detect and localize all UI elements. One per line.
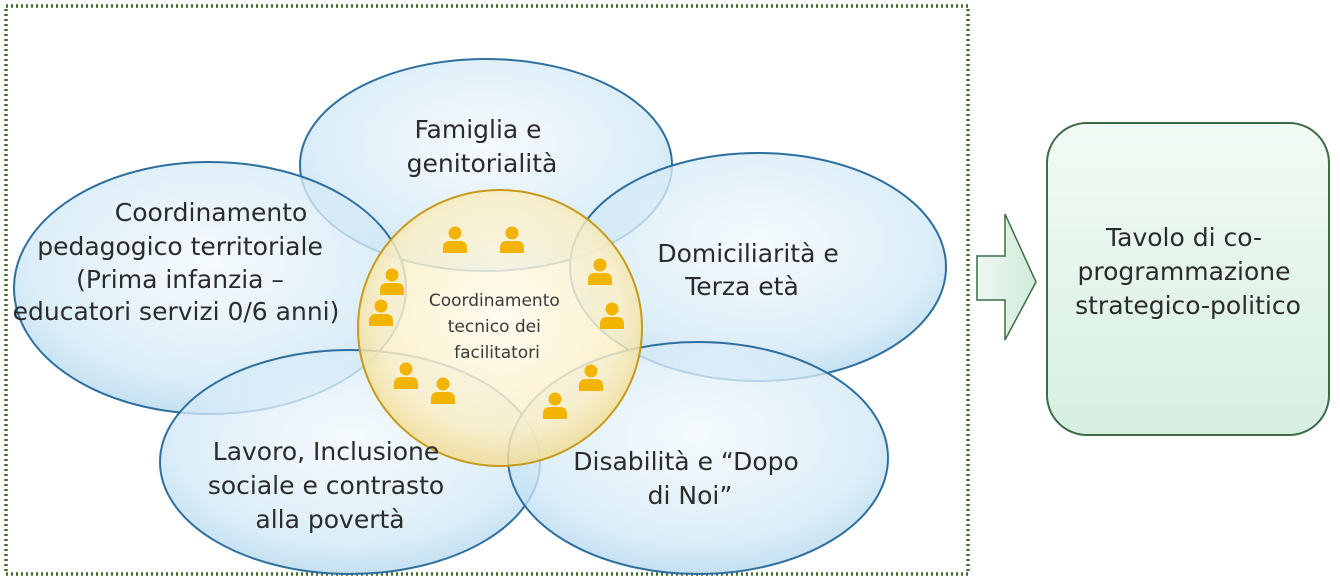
label-lavoro: Lavoro, Inclusione sociale e contrasto a… — [208, 437, 452, 534]
label-center: Coordinamento tecnico dei facilitatori — [429, 291, 565, 363]
outer-dotted-frame — [4, 4, 970, 576]
target-box — [1046, 122, 1330, 436]
arrow-right-icon — [976, 213, 1037, 341]
label-coordinamento-pedagogico: Coordinamento pedagogico territoriale (P… — [13, 198, 340, 326]
label-target: Tavolo di co- programmazione strategico-… — [1075, 223, 1301, 320]
label-disabilita: Disabilità e “Dopo di Noi” — [573, 447, 807, 510]
label-famiglia: Famiglia e genitorialità — [407, 115, 558, 178]
center-circle — [357, 189, 643, 467]
label-domiciliarita: Domiciliarità e Terza età — [657, 239, 846, 301]
